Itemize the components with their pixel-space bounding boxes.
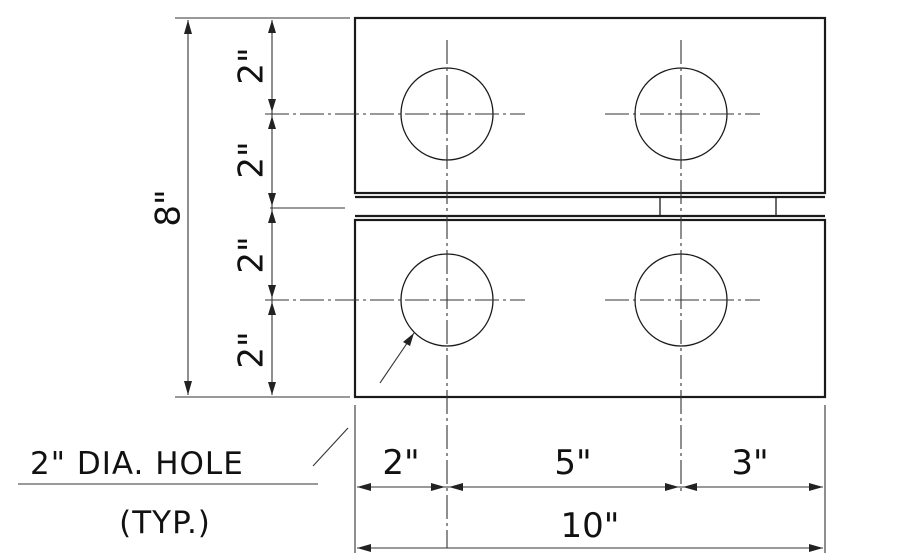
upper-plate	[353, 16, 827, 195]
segment-height-dimension-line	[268, 20, 276, 395]
horizontal-segment-label-1: 2"	[382, 443, 419, 483]
horizontal-segment-label-3: 3"	[731, 443, 768, 483]
hole-note-line1: 2" DIA. HOLE	[30, 446, 244, 482]
center-lines	[265, 40, 760, 548]
vertical-segment-label-4: 2"	[232, 331, 272, 368]
hole-leader	[18, 332, 415, 485]
horizontal-segment-label-2: 5"	[554, 443, 591, 483]
overall-width-label: 10"	[561, 506, 620, 546]
vertical-segment-label-2: 2"	[232, 141, 272, 178]
vertical-segment-label-3: 2"	[232, 236, 272, 273]
segment-width-dimension-line	[357, 483, 823, 491]
overall-height-label: 8"	[149, 189, 189, 226]
vertical-segment-label-1: 2"	[232, 47, 272, 84]
overall-width-dimension-line	[357, 544, 823, 552]
extension-lines	[175, 17, 826, 553]
middle-strip	[355, 195, 825, 218]
overall-height-dimension-line	[184, 20, 192, 395]
lower-plate	[353, 218, 827, 399]
hole-note-line2: (TYP.)	[119, 505, 211, 541]
